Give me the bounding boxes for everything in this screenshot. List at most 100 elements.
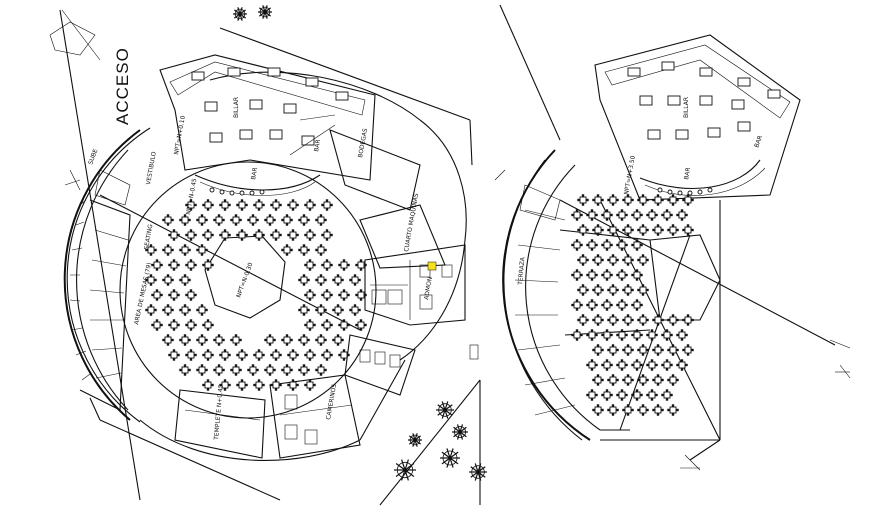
table-symbol xyxy=(622,404,634,416)
table-symbol xyxy=(185,199,197,211)
table-symbol xyxy=(571,299,583,311)
table-symbol xyxy=(586,209,598,221)
table-symbol xyxy=(253,349,265,361)
table-symbol xyxy=(247,364,259,376)
table-symbol xyxy=(253,229,265,241)
table-symbol xyxy=(338,259,350,271)
table-symbol xyxy=(270,199,282,211)
table-symbol xyxy=(571,239,583,251)
table-symbol xyxy=(264,214,276,226)
table-symbol xyxy=(247,214,259,226)
table-symbol xyxy=(151,289,163,301)
table-symbol xyxy=(281,334,293,346)
table-symbol xyxy=(196,304,208,316)
table-symbol xyxy=(571,329,583,341)
plant-symbol xyxy=(440,448,460,468)
table-symbol xyxy=(592,284,604,296)
plant-symbol xyxy=(469,463,487,481)
table-symbol xyxy=(652,374,664,386)
label-area-mesas: AREA DE MESAS (79) xyxy=(133,262,153,325)
label-npt-bar: NPT=N+0.10 xyxy=(173,115,187,155)
label-sube: SUBE xyxy=(87,148,99,166)
table-symbol xyxy=(571,209,583,221)
table-symbol xyxy=(287,229,299,241)
table-symbol xyxy=(321,259,333,271)
billiards-room-right xyxy=(627,61,781,196)
table-symbol xyxy=(298,364,310,376)
table-symbol xyxy=(338,319,350,331)
table-symbol xyxy=(586,359,598,371)
table-symbol xyxy=(682,344,694,356)
table-symbol xyxy=(667,374,679,386)
table-symbol xyxy=(652,404,664,416)
table-symbol xyxy=(607,194,619,206)
table-symbol xyxy=(321,349,333,361)
label-camerinos: CAMERINOS xyxy=(325,383,338,420)
table-symbol xyxy=(676,329,688,341)
table-symbol xyxy=(179,214,191,226)
table-symbol xyxy=(637,284,649,296)
table-symbol xyxy=(592,374,604,386)
table-symbol xyxy=(349,274,361,286)
table-symbol xyxy=(185,319,197,331)
table-symbol xyxy=(607,254,619,266)
table-symbol xyxy=(185,349,197,361)
table-symbol xyxy=(162,334,174,346)
table-symbol xyxy=(145,274,157,286)
plan-labels: ACCESO SUBE VESTIBULO NPT=N+0.10 NPT=N-0… xyxy=(87,47,764,441)
table-symbol xyxy=(196,244,208,256)
table-symbol xyxy=(622,284,634,296)
table-symbol xyxy=(616,239,628,251)
table-symbol xyxy=(185,289,197,301)
table-symbol xyxy=(652,344,664,356)
table-symbol xyxy=(321,289,333,301)
table-symbol xyxy=(196,214,208,226)
table-symbol xyxy=(637,344,649,356)
table-symbol xyxy=(577,284,589,296)
table-symbol xyxy=(661,389,673,401)
table-symbol xyxy=(162,304,174,316)
table-symbol xyxy=(661,209,673,221)
table-symbol xyxy=(168,229,180,241)
tables-right xyxy=(571,194,694,416)
table-symbol xyxy=(321,319,333,331)
table-symbol xyxy=(338,349,350,361)
table-symbol xyxy=(196,334,208,346)
table-symbol xyxy=(264,334,276,346)
table-symbol xyxy=(179,244,191,256)
table-symbol xyxy=(631,209,643,221)
table-symbol xyxy=(646,389,658,401)
table-symbol xyxy=(230,364,242,376)
plant-symbol xyxy=(394,459,416,481)
table-symbol xyxy=(253,199,265,211)
table-symbol xyxy=(332,304,344,316)
table-symbol xyxy=(637,224,649,236)
table-symbol xyxy=(168,319,180,331)
table-symbol xyxy=(270,379,282,391)
table-symbol xyxy=(236,349,248,361)
table-symbol xyxy=(616,209,628,221)
table-symbol xyxy=(682,194,694,206)
table-symbol xyxy=(202,259,214,271)
table-symbol xyxy=(616,389,628,401)
table-symbol xyxy=(607,404,619,416)
table-symbol xyxy=(281,214,293,226)
label-vestibulo: VESTIBULO xyxy=(145,151,158,185)
table-symbol xyxy=(622,374,634,386)
table-symbol xyxy=(185,259,197,271)
table-symbol xyxy=(202,379,214,391)
table-symbol xyxy=(315,244,327,256)
label-bar-left: BAR xyxy=(313,139,322,152)
table-symbol xyxy=(253,379,265,391)
table-symbol xyxy=(315,274,327,286)
dance-floor xyxy=(204,235,286,319)
table-symbol xyxy=(304,259,316,271)
table-symbol xyxy=(676,209,688,221)
label-billar-left: BILLAR xyxy=(233,97,240,118)
tables-left xyxy=(145,199,367,391)
table-symbol xyxy=(298,274,310,286)
table-symbol xyxy=(315,214,327,226)
table-symbol xyxy=(586,269,598,281)
table-symbol xyxy=(667,224,679,236)
table-symbol xyxy=(298,244,310,256)
